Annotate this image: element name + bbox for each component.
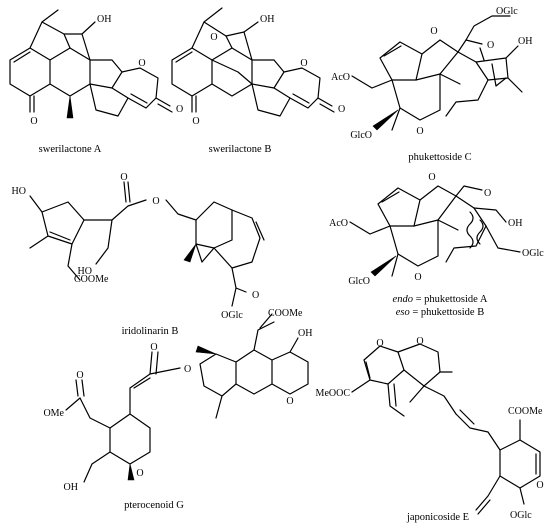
molecule-phukettoside-ab <box>349 185 521 277</box>
oxygen-label: O <box>176 104 183 115</box>
caption-iridolinarin-b: iridolinarin B <box>122 326 179 337</box>
oxygen-label: O <box>150 342 157 353</box>
hydroxyl-label: HO <box>12 186 26 197</box>
caption-endo-name: = phukettoside A <box>413 294 488 305</box>
caption-pterocenoid-g: pterocenoid G <box>124 500 184 511</box>
oxygen-label: O <box>536 480 543 491</box>
molecule-phukettoside-c <box>351 15 523 131</box>
hydroxyl-label: OH <box>97 14 111 25</box>
caption-phukettoside-eso: eso = phukettoside B <box>396 307 484 318</box>
molecule-swerilactone-a <box>9 9 173 119</box>
oxygen-label: O <box>210 32 217 43</box>
hydroxyl-label: OH <box>518 36 532 47</box>
meooc-label: MeOOC <box>316 388 351 399</box>
coome-label: COOMe <box>268 308 303 319</box>
oxygen-label: O <box>30 116 37 127</box>
oxygen-label: O <box>338 104 345 115</box>
oglc-label: OGlc <box>522 248 544 259</box>
acetoxy-label: AcO <box>329 218 348 229</box>
molecule-swerilactone-b <box>171 7 335 117</box>
coome-label: COOMe <box>508 406 543 417</box>
oglc-label: OGlc <box>496 6 518 17</box>
hydroxyl-label: OH <box>298 328 312 339</box>
oxygen-label: O <box>184 364 191 375</box>
oxygen-label: O <box>286 396 293 407</box>
oxygen-label: O <box>414 272 421 283</box>
oglc-label: OGlc <box>221 310 243 321</box>
caption-swerilactone-b: swerilactone B <box>209 144 272 155</box>
hydroxyl-label: OH <box>260 14 274 25</box>
oxygen-label: O <box>430 26 437 37</box>
oxygen-label: O <box>484 188 491 199</box>
glco-label: GlcO <box>350 130 372 141</box>
coome-label: COOMe <box>74 274 109 285</box>
oxygen-label: O <box>76 370 83 381</box>
hydroxyl-label: OH <box>508 218 522 229</box>
oxygen-label: O <box>138 58 145 69</box>
hydroxyl-label: OH <box>64 482 78 493</box>
molecule-pterocenoid-g <box>65 313 309 483</box>
oxygen-label: O <box>252 290 259 301</box>
caption-japonicoside-e: japonicoside E <box>406 512 469 523</box>
hydroxyl-label: HO <box>78 266 92 277</box>
oxygen-label: O <box>376 338 383 349</box>
caption-eso-term: eso <box>396 307 410 318</box>
caption-swerilactone-a: swerilactone A <box>39 144 102 155</box>
caption-phukettoside-endo: endo = phukettoside A <box>393 294 488 305</box>
oxygen-label: O <box>300 58 307 69</box>
oxygen-label: O <box>487 40 494 51</box>
oxygen-label: O <box>120 172 127 183</box>
oxygen-label: O <box>136 468 143 479</box>
oxygen-label: O <box>192 116 199 127</box>
molecule-japonicoside-e <box>351 343 541 515</box>
caption-eso-name: = phukettoside B <box>410 307 484 318</box>
glco-label: GlcO <box>348 276 370 287</box>
oglc-label: OGlc <box>510 510 532 521</box>
oxygen-label: O <box>416 336 423 347</box>
oxygen-label: O <box>152 196 159 207</box>
oxygen-label: O <box>416 126 423 137</box>
molecule-iridolinarin-b <box>29 181 265 307</box>
caption-phukettoside-c: phukettoside C <box>408 152 471 163</box>
caption-endo-term: endo <box>393 294 413 305</box>
oxygen-label: O <box>428 172 435 183</box>
acetoxy-label: AcO <box>331 72 350 83</box>
ome-label: OMe <box>43 408 64 419</box>
